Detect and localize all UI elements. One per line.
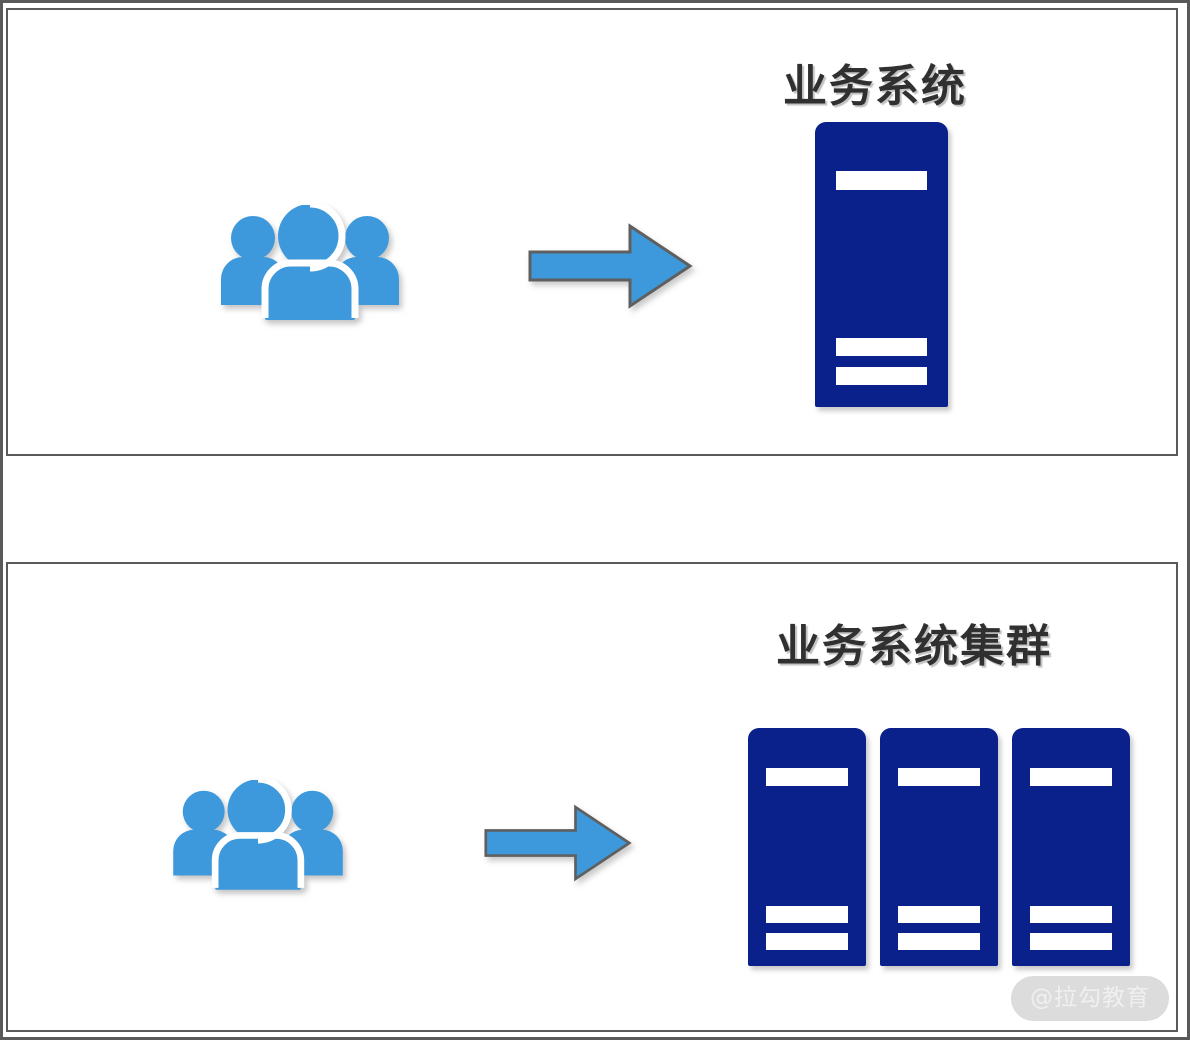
server-slot-bar bbox=[835, 171, 928, 191]
server-slot-bar bbox=[835, 366, 928, 385]
people-group-icon bbox=[221, 205, 399, 320]
server-slot-bar bbox=[766, 768, 848, 786]
server-tower bbox=[880, 728, 998, 966]
right-arrow-icon bbox=[528, 223, 693, 309]
canvas-edge-top bbox=[0, 0, 1190, 3]
server-slot-bar bbox=[1030, 932, 1112, 950]
right-arrow-icon bbox=[484, 804, 632, 882]
canvas-edge-bottom bbox=[0, 1037, 1190, 1040]
server-tower bbox=[1012, 728, 1130, 966]
server-slot-bar bbox=[898, 905, 980, 923]
panel-title-single-server: 业务系统 bbox=[783, 61, 967, 112]
panel-single-server bbox=[6, 8, 1178, 456]
canvas-edge-left bbox=[0, 0, 3, 1040]
server-slot-bar bbox=[1030, 768, 1112, 786]
server-slot-bar bbox=[766, 905, 848, 923]
watermark-badge: @拉勾教育 bbox=[1011, 976, 1169, 1021]
server-slot-bar bbox=[766, 932, 848, 950]
server-slot-bar bbox=[898, 768, 980, 786]
server-slot-bar bbox=[898, 932, 980, 950]
server-slot-bar bbox=[835, 338, 928, 357]
server-slot-bar bbox=[1030, 905, 1112, 923]
people-group-icon bbox=[173, 780, 343, 890]
canvas-edge-right bbox=[1187, 0, 1190, 1040]
server-tower bbox=[748, 728, 866, 966]
panel-title-server-cluster: 业务系统集群 bbox=[776, 621, 1052, 672]
server-tower bbox=[815, 122, 948, 407]
